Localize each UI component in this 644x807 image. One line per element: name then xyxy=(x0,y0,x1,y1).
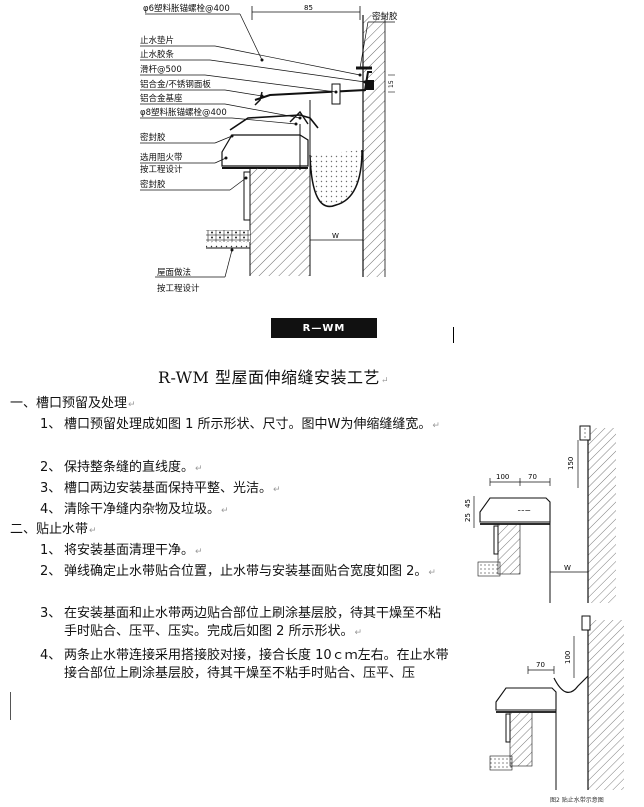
fig2-dim-70: 70 xyxy=(536,661,545,669)
roof-layer xyxy=(206,230,250,242)
label-panel: 铝合金/不锈钢面板 xyxy=(140,79,211,90)
page-title: R-WM 型屋面伸缩缝安装工艺↵ xyxy=(158,368,390,387)
fig1-dim-150: 150 xyxy=(567,457,575,470)
label-waterstop-strip: 止水胶条 xyxy=(140,49,175,60)
label-roof-2: 按工程设计 xyxy=(157,283,200,294)
waterstop-u xyxy=(309,149,363,208)
fig2-dim-100: 100 xyxy=(564,651,572,664)
label-waterstop-pad: 止水垫片 xyxy=(140,35,174,46)
fig1-dim-100: 100 xyxy=(496,473,509,481)
list-item: 4、 清除干净缝内杂物及垃圾。↵ xyxy=(40,502,229,517)
label-anchor-top: φ6塑料胀锚螺栓@400 xyxy=(143,3,230,14)
section2-heading: 二、贴止水带↵ xyxy=(10,522,97,537)
list-item: 2、 保持整条缝的直线度。↵ xyxy=(40,460,203,475)
label-sealant-1: 密封胶 xyxy=(140,132,166,143)
slide-rod xyxy=(331,83,341,105)
label-sealant-top-right: 密封胶 xyxy=(372,11,398,22)
label-slide-rod: 滑杆@500 xyxy=(140,64,182,75)
fig2-caption: 图2 贴止水带示意图 xyxy=(550,796,604,804)
right-wall xyxy=(363,15,385,277)
fig1-dim-70: 70 xyxy=(528,473,537,481)
list-item: 1、 槽口预留处理成如图 1 所示形状、尺寸。图中W为伸缩缝缝宽。↵ xyxy=(40,417,440,432)
dim-15-label: 15 xyxy=(388,80,395,88)
list-item: 3、 槽口两边安装基面保持平整、光洁。↵ xyxy=(40,481,281,496)
fig1-dim-45: 45 xyxy=(464,499,472,508)
text-cursor xyxy=(453,327,454,343)
figure-1-groove-drawing: 100 70 150 25 45 ═ ═ ══ W xyxy=(464,425,616,603)
label-base: 铝合金基座 xyxy=(140,93,183,104)
svg-text:═ ═ ══: ═ ═ ══ xyxy=(517,508,531,513)
label-roof-1: 屋面做法 xyxy=(157,267,191,278)
label-sealant-2: 密封胶 xyxy=(140,179,166,190)
dim-85-label: 85 xyxy=(304,4,313,12)
left-margin-mark xyxy=(10,692,11,720)
label-fire-belt-1: 选用阻火带 xyxy=(140,152,183,163)
section1-heading: 一、槽口预留及处理↵ xyxy=(10,396,136,411)
list-item: 2、 弹线确定止水带贴合位置，止水带与安装基面贴合宽度如图 2。↵ xyxy=(40,564,436,579)
list-item: 3、 在安装基面和止水带两边贴合部位上刷涂基层胶，待其干燥至不粘手时贴合、压平、… xyxy=(40,606,442,639)
list-item: 4、 两条止水带连接采用搭接胶对接，接合长度 10ｃｍ左右。在止水带接合部位上刷… xyxy=(40,648,449,681)
fig1-dim-w: W xyxy=(564,564,571,572)
expansion-joint-section-drawing: 85 W 15 xyxy=(140,3,398,294)
list-item: 1、 将安装基面清理干净。↵ xyxy=(40,543,203,558)
model-label: R—WM xyxy=(271,318,377,338)
label-anchor-mid: φ8塑料胀锚螺栓@400 xyxy=(140,107,227,118)
cover-panel xyxy=(254,71,372,101)
label-fire-belt-2: 按工程设计 xyxy=(140,164,183,175)
figure-2-waterstop-drawing: 70 100 图2 贴止水带示意图 xyxy=(489,615,624,804)
left-wall xyxy=(250,168,310,276)
fig1-dim-25: 25 xyxy=(464,513,472,522)
fire-belt-block xyxy=(221,134,309,167)
dim-w-label: W xyxy=(332,232,339,240)
